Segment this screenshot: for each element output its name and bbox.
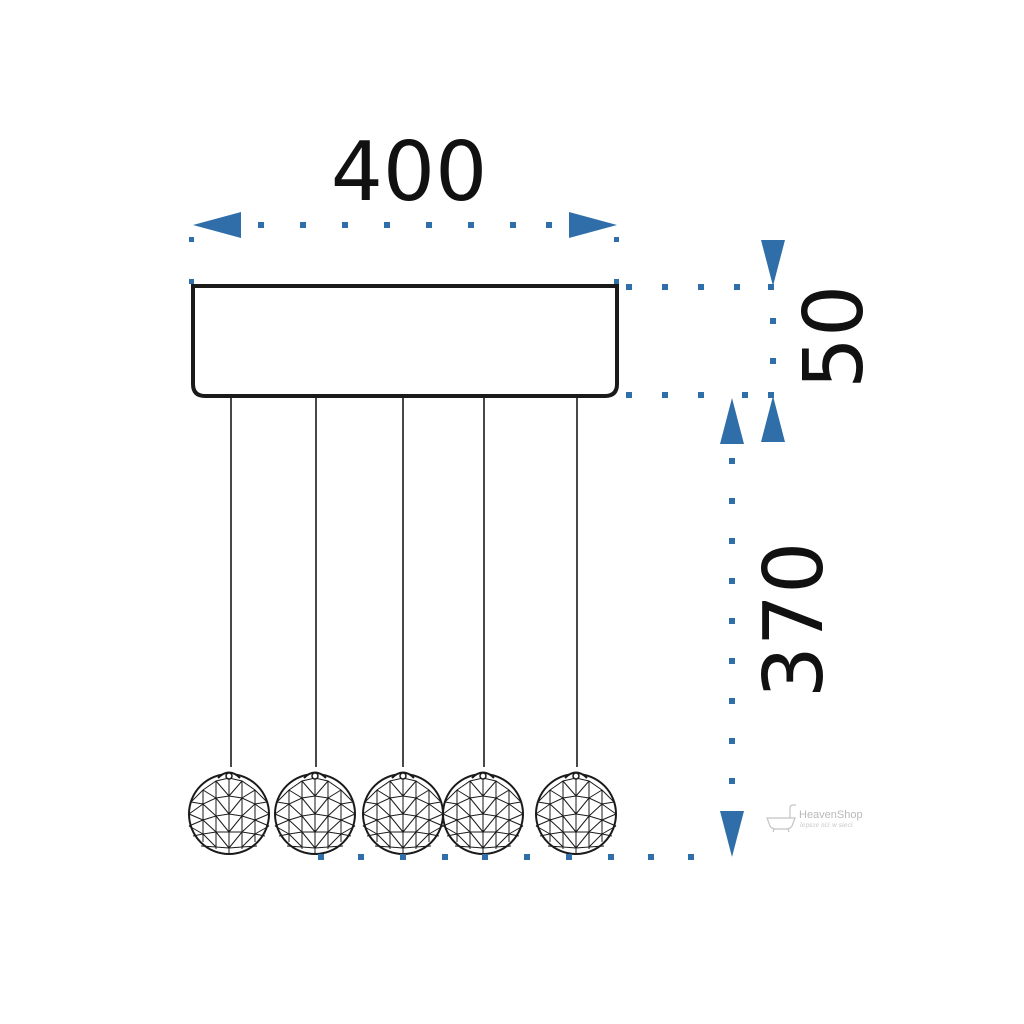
drop-height-dimension: 370 [318, 398, 842, 860]
width-arrow-left [193, 212, 241, 238]
watermark: HeavenShop lepsze niż w sieci [766, 804, 863, 833]
bathtub-icon [766, 804, 796, 833]
drop-height-dotted-line [729, 458, 735, 784]
base-height-dot [770, 318, 776, 324]
base-height-label: 50 [787, 285, 882, 389]
width-label: 400 [331, 125, 488, 220]
crystal-pendant [442, 771, 524, 855]
base-corner-marker-left [189, 279, 194, 284]
crystal-pendant [362, 771, 444, 855]
crystal-pendant [188, 771, 270, 855]
base-height-arrow-up [761, 396, 785, 442]
width-extension-right [614, 237, 619, 242]
base-corner-marker-right [614, 279, 619, 284]
base-height-dot [770, 358, 776, 364]
base-bottom-dotted-line [626, 392, 774, 398]
crystal-pendant [274, 771, 356, 855]
width-arrow-right [569, 212, 617, 238]
width-extension-left [189, 237, 194, 242]
watermark-tagline: lepsze niż w sieci [800, 822, 853, 829]
base-top-dotted-line [626, 284, 774, 290]
base-height-dimension: 50 [626, 240, 882, 442]
base-height-arrow-down [761, 240, 785, 286]
width-dimension: 400 [189, 125, 619, 284]
drop-height-arrow-up [720, 398, 744, 444]
watermark-brand: HeavenShop [799, 809, 863, 821]
suspension-wires [230, 398, 578, 767]
pendant-bottom-dotted-line [318, 854, 694, 860]
width-dotted-line [258, 222, 552, 228]
drop-height-arrow-down [720, 811, 744, 857]
crystal-pendants [188, 771, 617, 855]
drop-height-label: 370 [747, 542, 842, 699]
lamp-base-plate [191, 284, 619, 398]
crystal-pendant [535, 771, 617, 855]
